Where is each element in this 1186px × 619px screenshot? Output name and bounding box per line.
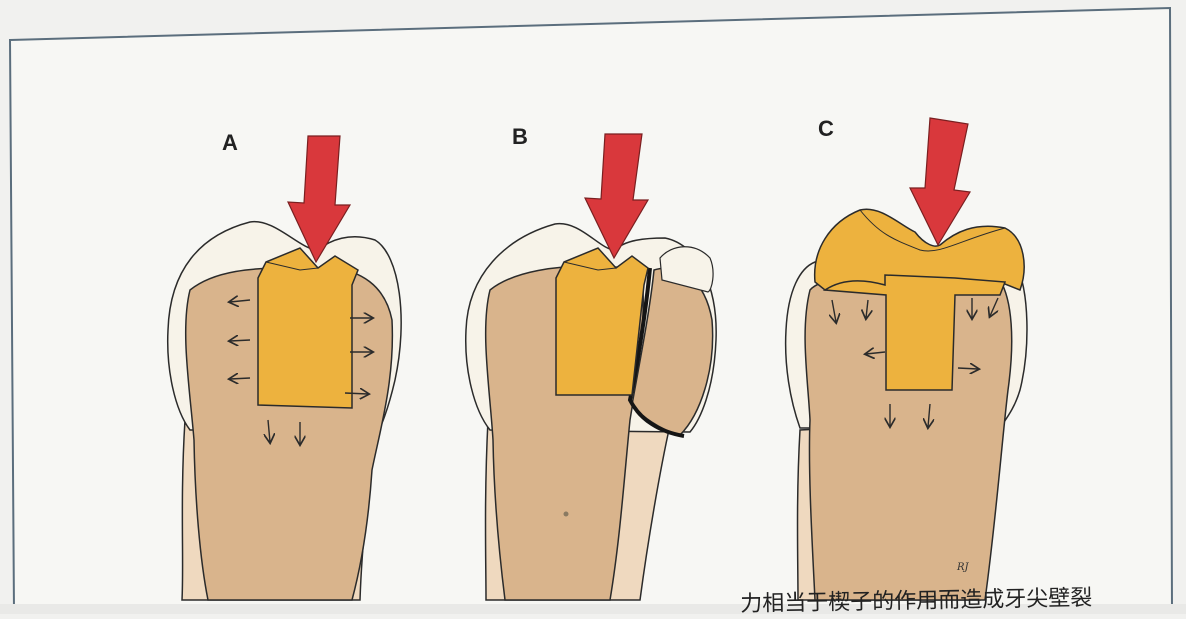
panel-label-a: A xyxy=(222,130,238,156)
panel-label-c: C xyxy=(818,116,834,142)
artist-signature: RJ xyxy=(957,562,969,573)
panel-label-b: B xyxy=(512,124,528,150)
figure-caption: 力相当于楔子的作用而造成牙尖壁裂 xyxy=(740,580,1093,618)
